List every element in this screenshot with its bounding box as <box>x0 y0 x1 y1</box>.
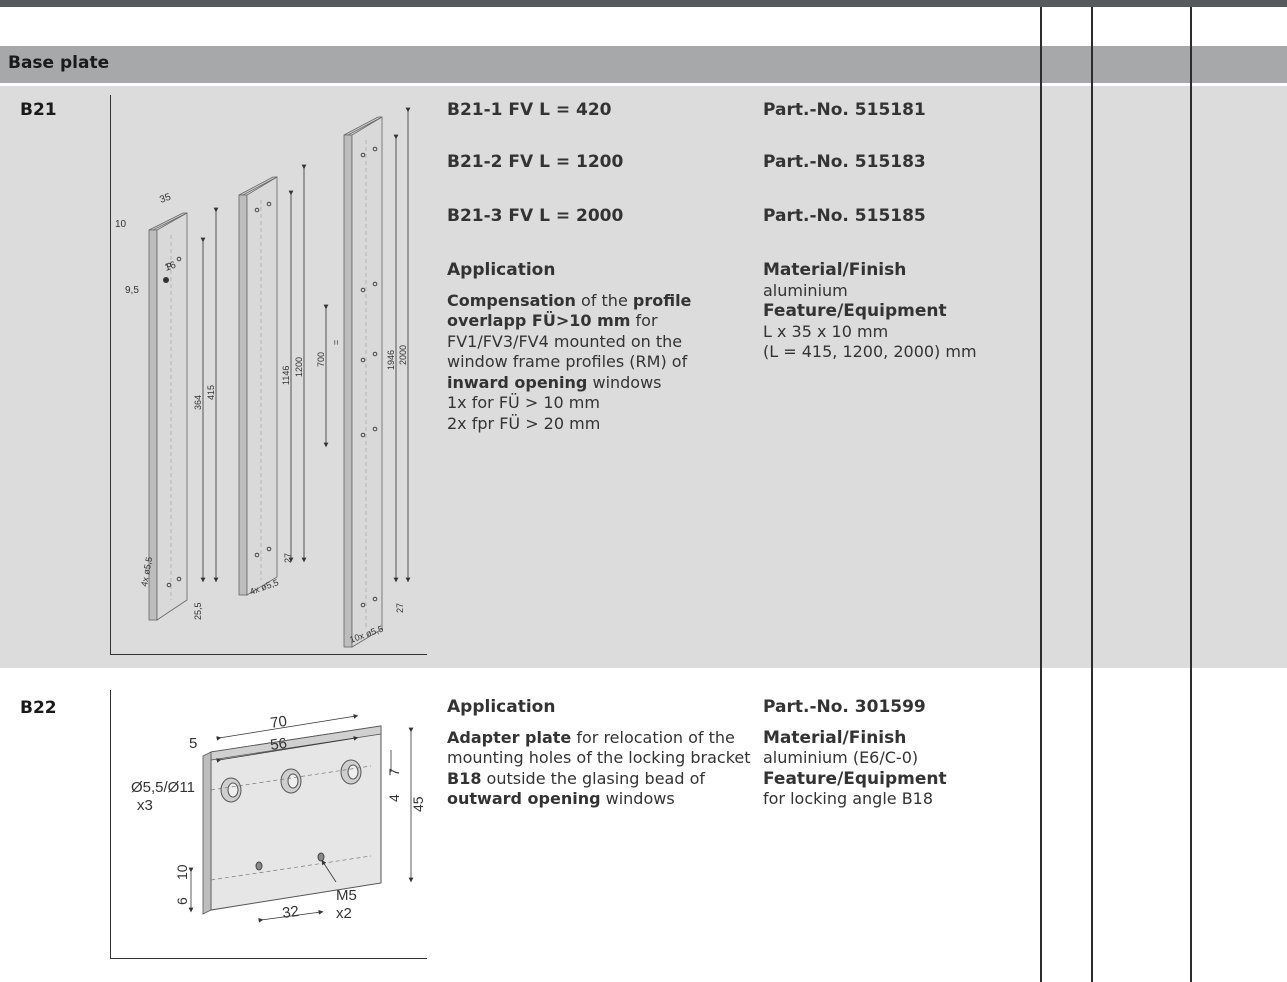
b22-app-s4: outside the glasing bead of <box>481 768 706 788</box>
b21-application-heading: Application <box>447 260 556 280</box>
b22-feature-heading: Feature/Equipment <box>763 768 947 789</box>
b22-thread-label-2: x2 <box>336 905 352 922</box>
b21-dim-415: 415 <box>206 385 216 400</box>
section-header: Base plate <box>0 46 1287 83</box>
b22-application-heading: Application <box>447 697 556 717</box>
b21-dim-700: 700 <box>316 352 326 367</box>
b21-app-s3: profile overlapp FÜ>10 mm <box>447 290 692 331</box>
b22-material-heading: Material/Finish <box>763 727 907 748</box>
b22-dim-5: 5 <box>189 735 197 752</box>
b22-app-s1: Adapter plate <box>447 727 572 747</box>
b22-drawing: 70 56 5 7 4 45 Ø5,5/Ø11 x3 10 6 32 M5 x2 <box>110 690 427 959</box>
b22-application-block: Application Adapter plate for relocation… <box>447 697 752 810</box>
b21-app-line-2: 2x fpr FÜ > 20 mm <box>447 413 601 433</box>
b21-material-heading: Material/Finish <box>763 260 907 280</box>
b22-app-s3: B18 <box>447 768 482 788</box>
b21-app-s2: of the <box>575 290 633 310</box>
b22-code: B22 <box>20 698 57 718</box>
b22-dim-4: 4 <box>386 794 402 802</box>
b21-dim-1946: 1946 <box>386 350 396 370</box>
b21-variant-3-label: B21-3 FV L = 2000 <box>447 206 624 226</box>
b21-app-s6: windows <box>587 372 662 392</box>
column-rule-1 <box>1040 7 1042 982</box>
b22-dim-7: 7 <box>386 768 402 776</box>
b22-hole-label-2: x3 <box>137 797 153 814</box>
b21-dim-16: 16 <box>163 260 178 274</box>
b22-material-block: Part.-No. 301599 Material/Finish alumini… <box>763 697 1033 810</box>
b21-feature-heading: Feature/Equipment <box>763 301 947 321</box>
b22-part-number: Part.-No. 301599 <box>763 697 926 717</box>
b22-dim-45: 45 <box>410 796 426 812</box>
b21-application-block: Application Compensation of the profile … <box>447 260 737 434</box>
b21-equal-mark: = <box>331 340 341 345</box>
b22-material-value: aluminium (E6/C-0) <box>763 748 919 767</box>
b21-dim-27b: 27 <box>395 603 405 613</box>
b21-code: B21 <box>20 100 57 120</box>
b21-app-s4: for FV1/FV3/FV4 mounted on the window fr… <box>447 311 688 371</box>
b21-app-line-1: 1x for FÜ > 10 mm <box>447 393 600 412</box>
b21-dim-35: 35 <box>158 192 173 206</box>
b22-dim-6: 6 <box>174 897 190 905</box>
b21-drawing: 10 35 16 9,5 364 415 25,5 4x ø5,5 1146 1… <box>110 95 427 655</box>
b22-dim-10: 10 <box>174 864 190 880</box>
b21-variant-1-label: B21-1 FV L = 420 <box>447 100 612 120</box>
b21-feature-line-2: (L = 415, 1200, 2000) mm <box>763 342 977 361</box>
b22-app-s2: for relocation of the mounting holes of … <box>447 727 751 768</box>
b22-thread-label-1: M5 <box>336 887 357 904</box>
b21-application-text: Compensation of the profile overlapp FÜ>… <box>447 291 737 435</box>
b22-feature-value: for locking angle B18 <box>763 789 934 808</box>
b22-dim-70: 70 <box>269 713 288 732</box>
column-rule-2 <box>1091 7 1093 982</box>
b21-variant-3-part: Part.-No. 515185 <box>763 206 926 226</box>
b22-hole-label-1: Ø5,5/Ø11 <box>131 779 195 796</box>
b21-dim-10: 10 <box>115 219 127 230</box>
b21-dim-364: 364 <box>193 395 203 410</box>
b22-dim-56: 56 <box>269 735 288 754</box>
section-title: Base plate <box>8 53 110 73</box>
b21-dim-2000: 2000 <box>398 345 408 365</box>
b21-material-value: aluminium <box>763 280 848 300</box>
top-rule <box>0 0 1287 7</box>
b22-app-s6: windows <box>600 789 675 808</box>
b21-dim-9-5: 9,5 <box>125 285 139 296</box>
b22-app-s5: outward opening <box>447 789 601 808</box>
b21-dim-1200: 1200 <box>294 357 304 377</box>
b21-feature-line-1: L x 35 x 10 mm <box>763 321 889 341</box>
b21-variant-2-part: Part.-No. 515183 <box>763 152 926 172</box>
b22-dim-32: 32 <box>281 903 300 922</box>
b21-dim-25-5: 25,5 <box>193 602 203 620</box>
b21-app-s5: inward opening <box>447 372 588 392</box>
b21-app-s1: Compensation <box>447 290 576 310</box>
b21-material-block: Material/Finish aluminium Feature/Equipm… <box>763 260 1033 363</box>
b21-dim-1146: 1146 <box>281 366 291 385</box>
b21-variant-2-label: B21-2 FV L = 1200 <box>447 152 624 172</box>
b21-variant-1-part: Part.-No. 515181 <box>763 100 926 120</box>
column-rule-3 <box>1190 7 1192 982</box>
b21-dim-27a: 27 <box>283 553 293 563</box>
b22-application-text: Adapter plate for relocation of the moun… <box>447 728 752 810</box>
